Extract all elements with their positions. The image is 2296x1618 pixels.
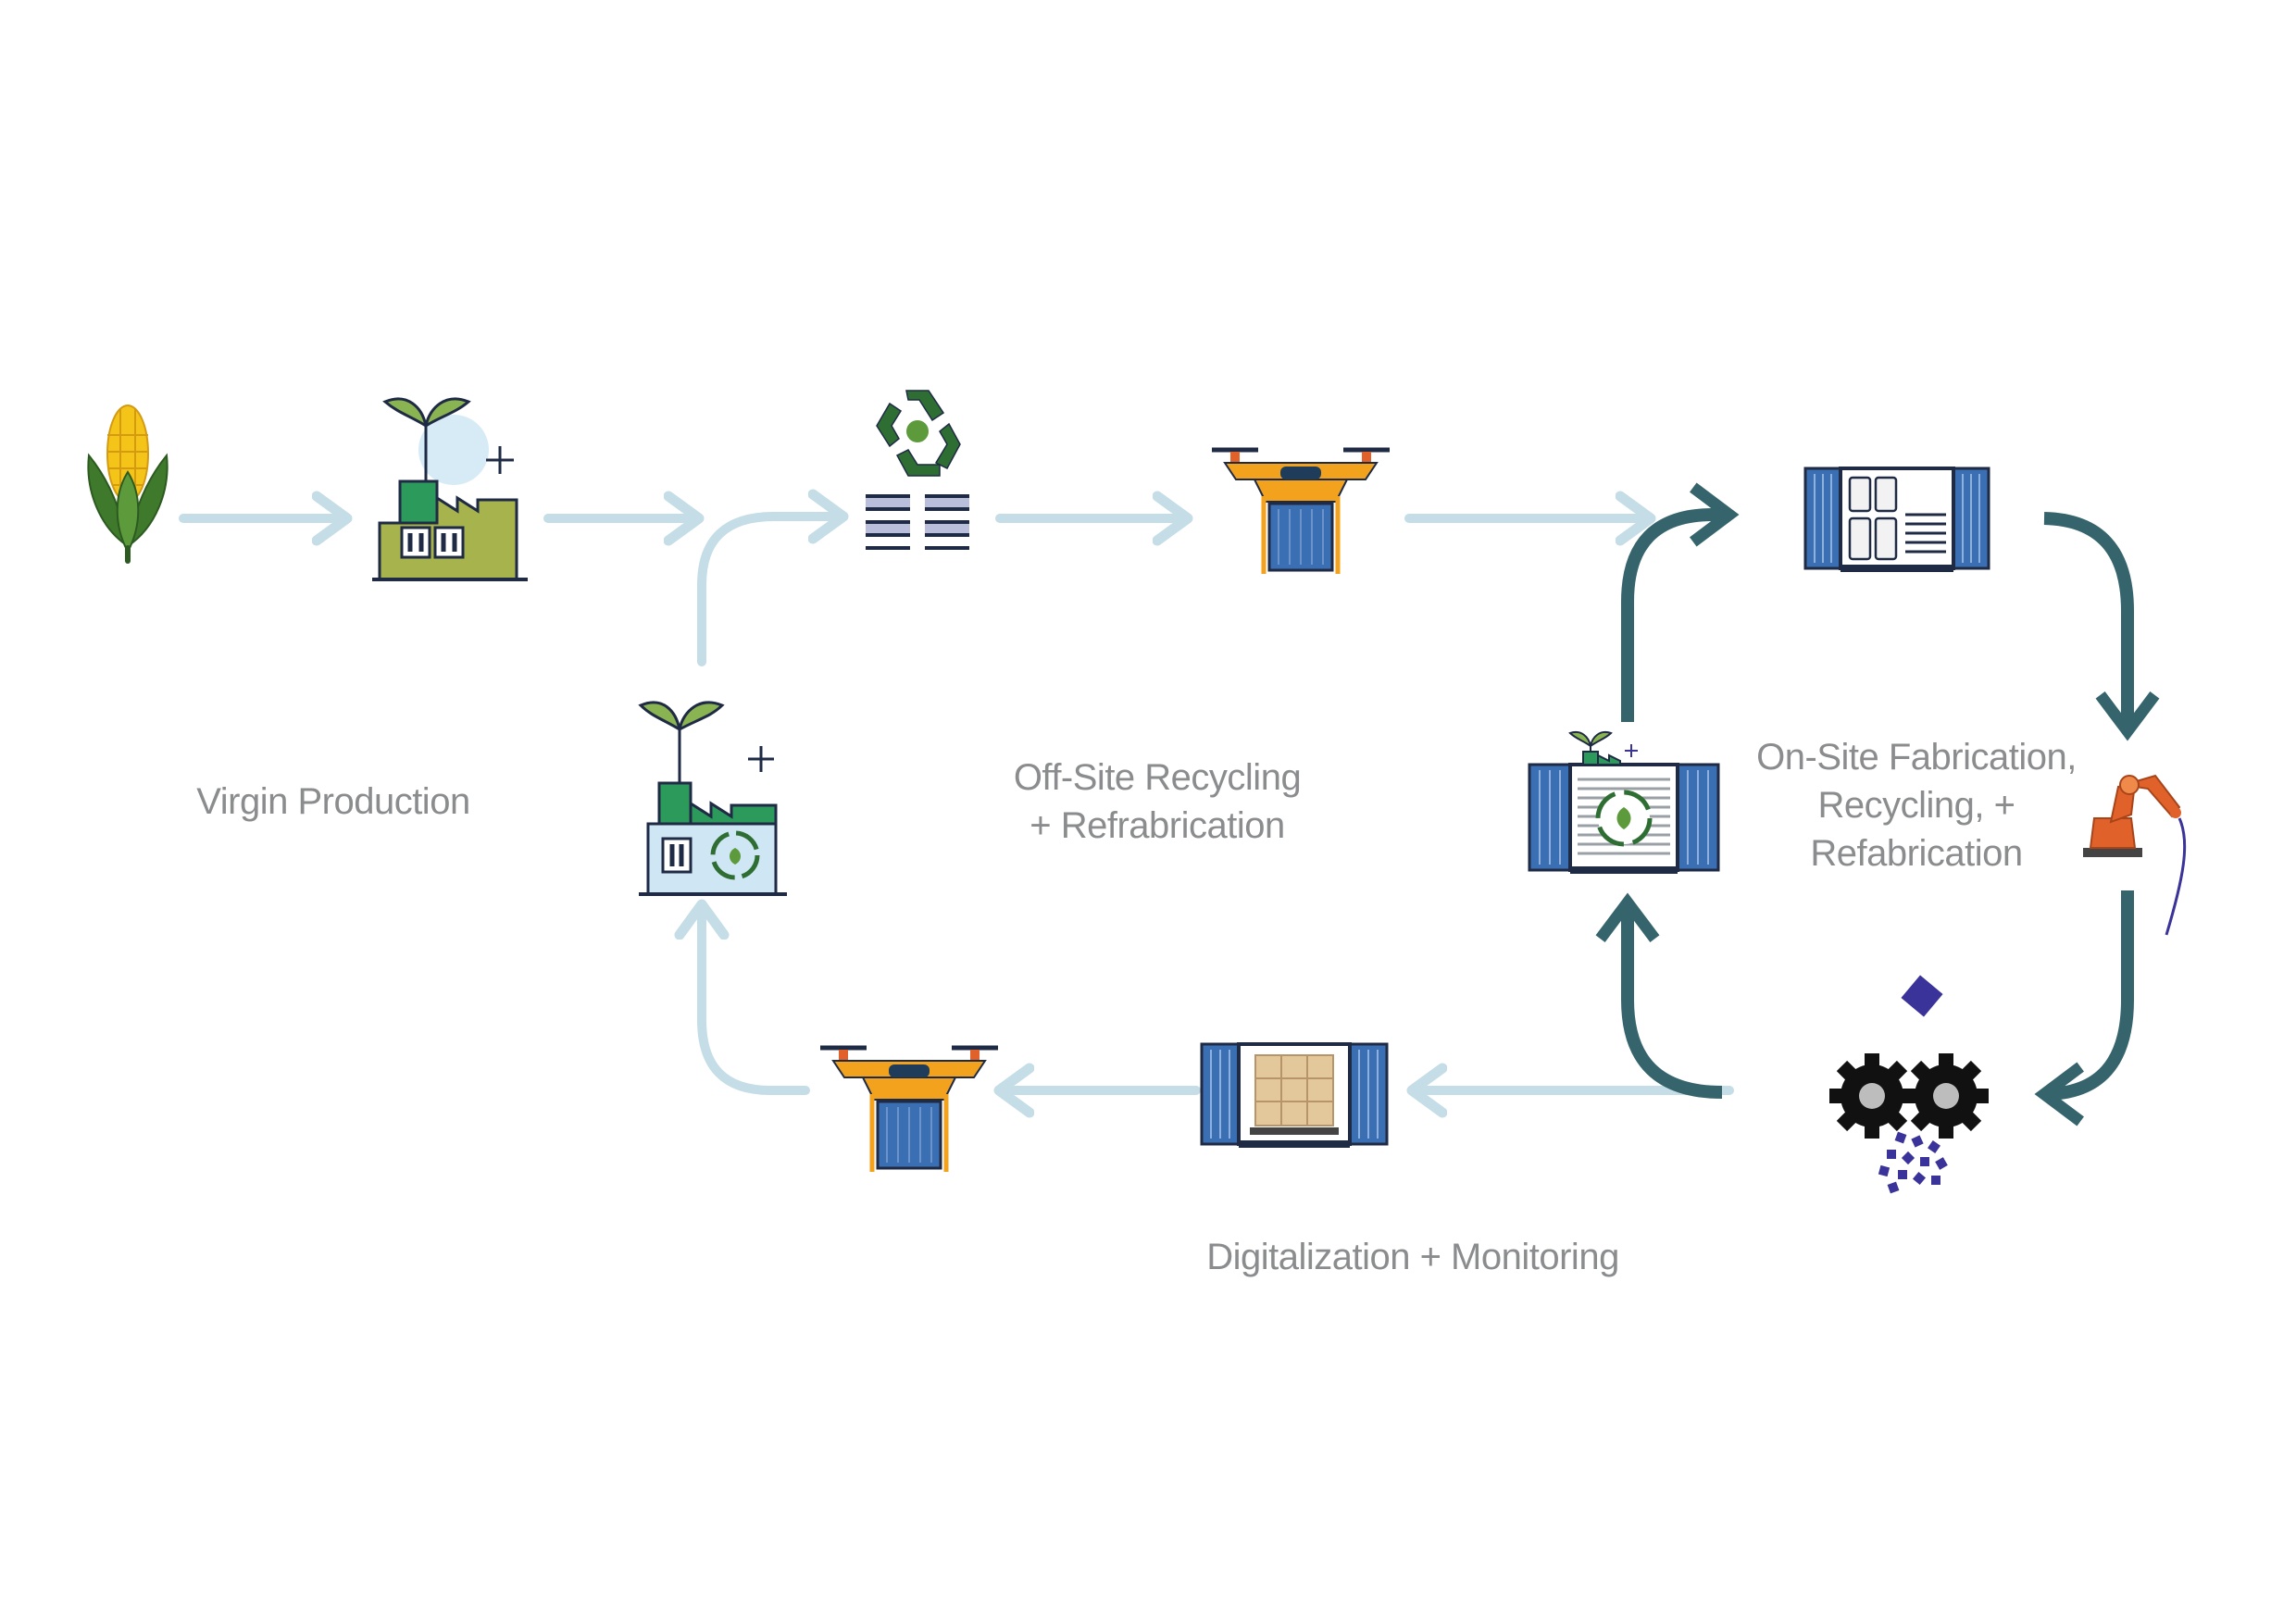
gears-shredder-icon xyxy=(1829,975,1989,1194)
recycling-factory-icon xyxy=(638,701,787,896)
corn-icon xyxy=(87,404,168,564)
arrow-bio-recycler-up xyxy=(1621,482,1740,722)
label-virgin-production: Virgin Production xyxy=(196,781,470,822)
label-onsite-line2: Recycling, + xyxy=(1817,785,2015,826)
drone-return-icon xyxy=(820,1045,998,1172)
container-open-panels-icon xyxy=(1803,467,1990,572)
arrow-container-down-to-robot xyxy=(2043,512,2160,741)
label-onsite-fabrication: On-Site Fabrication, Recycling, + Refabr… xyxy=(1741,733,2092,877)
drone-delivery-icon xyxy=(1212,447,1390,574)
label-onsite-line3: Refabrication xyxy=(1810,833,2023,874)
label-onsite-line1: On-Site Fabrication, xyxy=(1756,737,2077,778)
arrow-loop-up-to-recycle xyxy=(697,517,841,666)
label-offsite-line1: Off-Site Recycling xyxy=(1013,757,1302,798)
arrow-gears-up-to-bio-recycler xyxy=(1595,892,1723,1099)
arrow-drone-up-to-factory xyxy=(702,907,810,1095)
container-pallet-icon xyxy=(1200,1042,1389,1148)
label-offsite-line2: + Refrabrication xyxy=(1029,805,1285,846)
arrow-robot-down-to-gears xyxy=(2034,890,2134,1126)
dark-flow-arrows xyxy=(1595,482,2160,1126)
container-bio-recycler-icon xyxy=(1528,731,1720,874)
robot-arm-icon xyxy=(2083,774,2187,936)
bio-factory-icon xyxy=(372,397,528,581)
recycle-stack-icon xyxy=(866,390,969,550)
label-digitalization-monitoring: Digitalization + Monitoring xyxy=(1206,1237,1619,1277)
label-offsite-recycling: Off-Site Recycling + Refrabrication xyxy=(1000,753,1315,850)
